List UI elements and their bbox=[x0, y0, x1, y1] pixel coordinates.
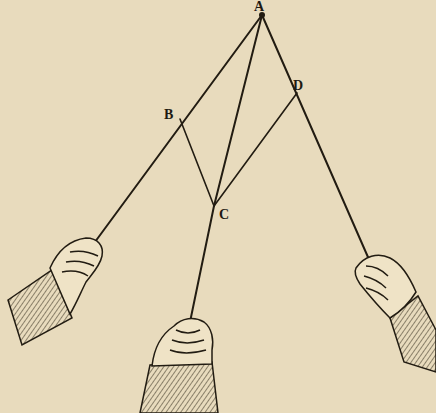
link-bc bbox=[180, 119, 214, 206]
point-letter: C bbox=[219, 208, 229, 222]
point-letter: B bbox=[164, 108, 173, 122]
point-letter: A bbox=[254, 0, 264, 14]
right-rod bbox=[262, 15, 378, 280]
middle-rod-upper bbox=[214, 15, 262, 206]
left-hand bbox=[8, 238, 102, 345]
middle-rod-lower bbox=[190, 206, 214, 322]
left-rod bbox=[92, 15, 262, 246]
right-hand bbox=[355, 255, 436, 372]
link-dc bbox=[214, 93, 297, 206]
middle-hand bbox=[140, 319, 218, 413]
point-letter: D bbox=[293, 79, 303, 93]
rods bbox=[92, 15, 378, 322]
